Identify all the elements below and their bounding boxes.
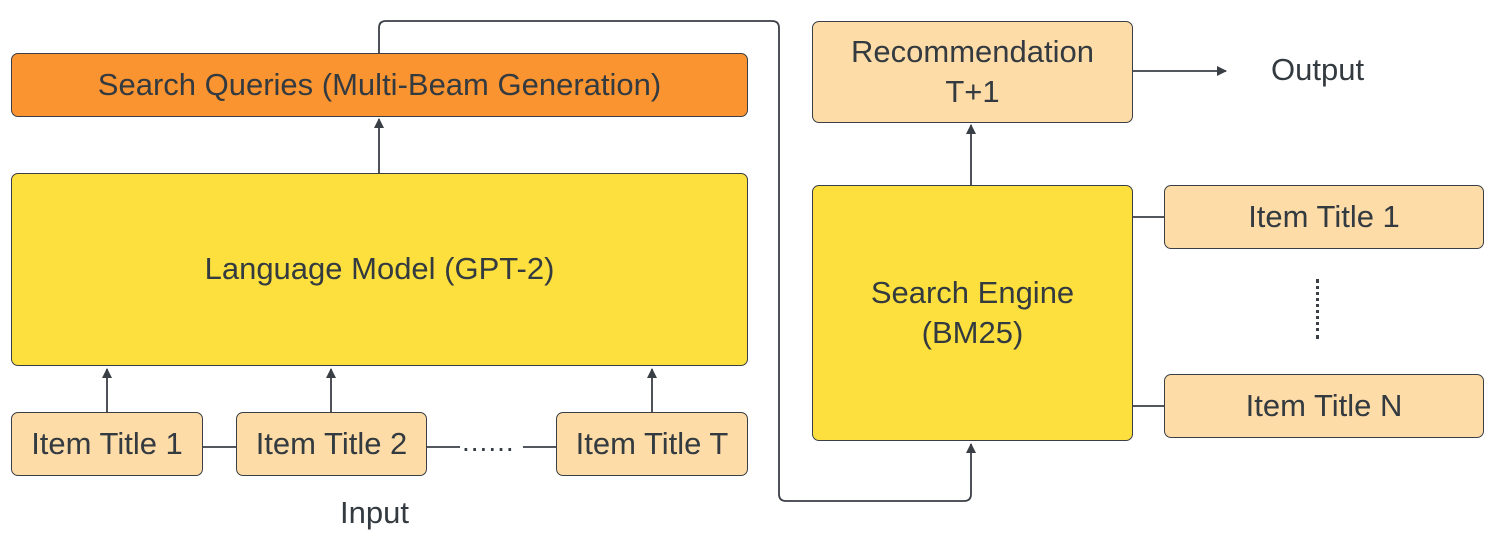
input-ellipsis: ...... [462, 426, 515, 457]
search-queries-box: Search Queries (Multi-Beam Generation) [11, 53, 748, 117]
route-queries-to-search-engine [378, 20, 976, 502]
corpus-item-N-label: Item Title N [1245, 387, 1403, 423]
corpus-item-1-box: Item Title 1 [1164, 185, 1484, 249]
corpus-item-1-label: Item Title 1 [1248, 198, 1400, 234]
search-engine-box: Search Engine (BM25) [812, 185, 1133, 441]
input-item-2-box: Item Title 2 [236, 412, 427, 476]
input-caption: Input [340, 495, 409, 530]
language-model-label: Language Model (GPT-2) [204, 251, 555, 287]
input-item-1-label: Item Title 1 [31, 425, 183, 461]
input-item-2-label: Item Title 2 [255, 425, 408, 461]
recommendation-box: Recommendation T+1 [812, 21, 1133, 123]
search-queries-label: Search Queries (Multi-Beam Generation) [97, 66, 662, 102]
input-item-T-label: Item Title T [575, 425, 729, 461]
language-model-box: Language Model (GPT-2) [11, 173, 748, 366]
input-item-T-box: Item Title T [556, 412, 748, 476]
search-engine-line2: (BM25) [921, 315, 1024, 350]
corpus-vertical-ellipsis [1316, 279, 1323, 339]
input-item-1-box: Item Title 1 [11, 412, 203, 476]
output-caption: Output [1271, 52, 1365, 87]
recommendation-line2: T+1 [945, 74, 1000, 109]
corpus-item-N-box: Item Title N [1164, 374, 1484, 438]
recommendation-line1: Recommendation [851, 33, 1094, 69]
search-engine-line1: Search Engine [870, 274, 1075, 310]
